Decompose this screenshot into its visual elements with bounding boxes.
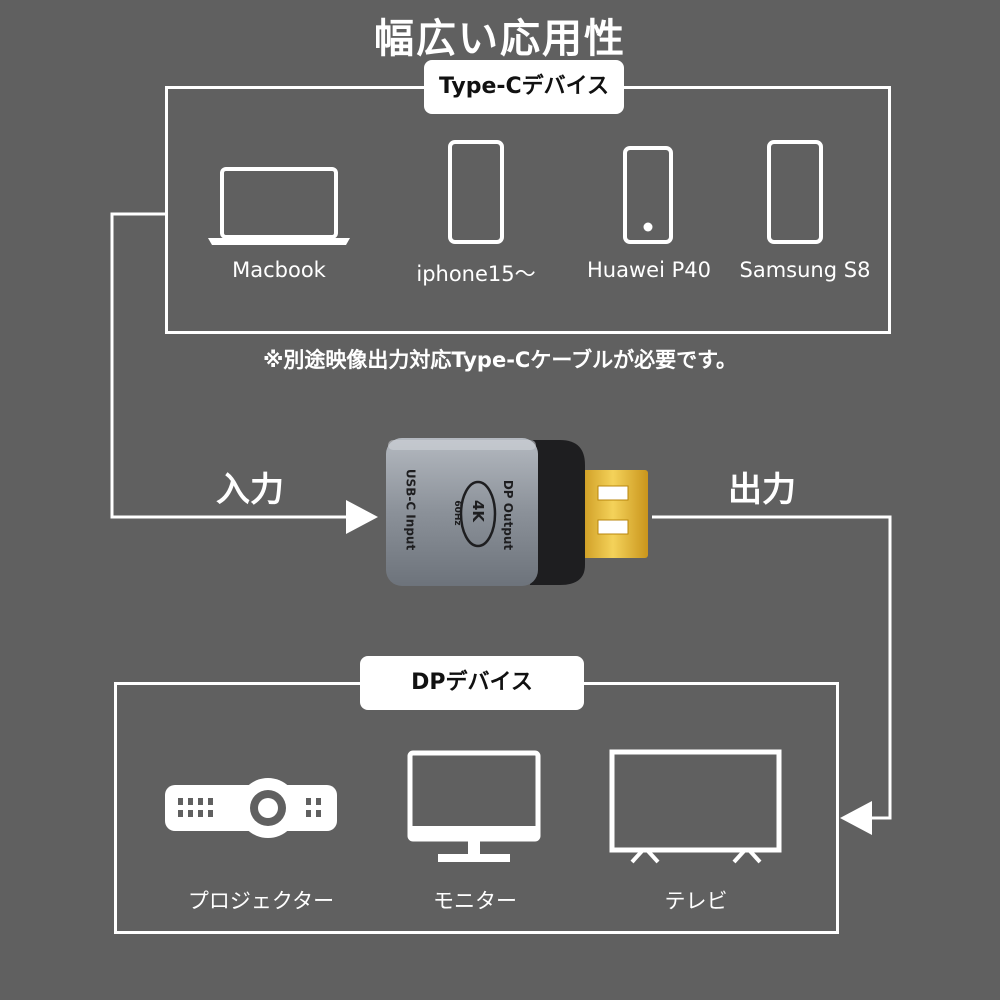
phone-icon — [623, 146, 673, 244]
phone-icon — [767, 140, 823, 244]
input-line — [110, 212, 346, 519]
device-label-tv: テレビ — [664, 889, 728, 913]
input-label: 入力 — [216, 470, 284, 510]
page-title: 幅広い応用性 — [374, 16, 626, 62]
monitor-icon — [407, 750, 541, 862]
4k-badge — [459, 480, 497, 548]
projector-icon — [165, 778, 337, 838]
dp-heading: DPデバイス — [360, 656, 584, 710]
device-label-monitor: モニター — [433, 889, 517, 913]
laptop-icon — [208, 167, 350, 245]
device-label-macbook: Macbook — [232, 258, 326, 282]
input-arrow — [346, 500, 378, 534]
device-label-iphone: iphone15～ — [416, 262, 536, 286]
dp-connector — [578, 470, 648, 558]
device-label-huawei: Huawei P40 — [587, 258, 711, 282]
output-label: 出力 — [728, 470, 796, 510]
phone-icon — [448, 140, 504, 244]
device-label-projector: プロジェクター — [187, 889, 335, 913]
output-arrow — [840, 801, 872, 835]
device-label-samsung: Samsung S8 — [739, 258, 871, 282]
cable-note: ※別途映像出力対応Type-Cケーブルが必要です。 — [263, 348, 737, 372]
typec-heading: Type-Cデバイス — [424, 60, 624, 114]
output-line — [652, 515, 892, 820]
tv-icon — [609, 749, 782, 864]
dp-shell — [530, 440, 585, 585]
